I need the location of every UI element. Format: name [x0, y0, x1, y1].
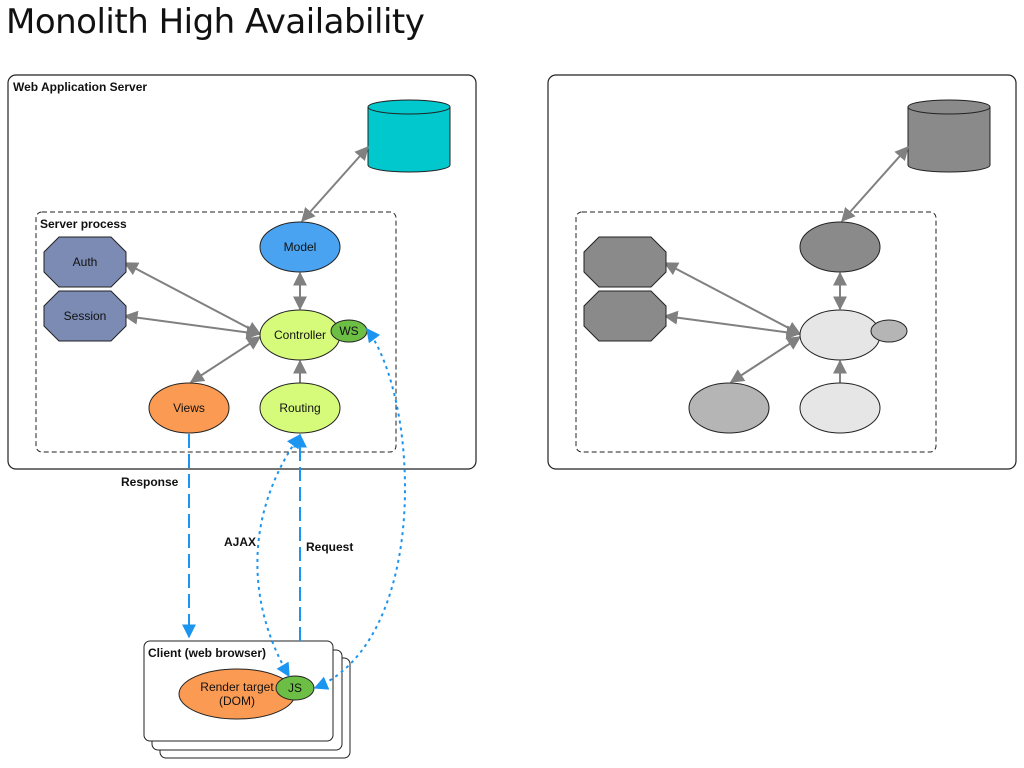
server-process: Server process	[35, 211, 397, 453]
session-label: Session	[64, 309, 107, 323]
controller-label: Controller	[274, 328, 326, 342]
js-node: JS	[275, 675, 315, 701]
replica-edges	[663, 145, 909, 384]
response-label: Response	[121, 475, 179, 489]
client-server-edges	[182, 327, 406, 690]
routing-node: Routing	[259, 382, 341, 434]
server-process-label: Server process	[40, 217, 127, 231]
database-cylinder	[367, 99, 451, 173]
edge-controller-session	[123, 310, 261, 340]
render-target-label-line2: (DOM)	[219, 694, 255, 708]
replica-controller-node	[799, 309, 881, 361]
ws-label: WS	[339, 324, 358, 338]
ajax-label: AJAX	[224, 535, 256, 549]
replica-database-cylinder	[907, 99, 991, 173]
views-label: Views	[173, 401, 205, 415]
controller-node: Controller	[259, 309, 341, 361]
web-application-server-label: Web Application Server	[13, 80, 147, 94]
render-target-node: Render target (DOM)	[178, 668, 296, 720]
views-node: Views	[148, 382, 230, 434]
page-title: Monolith High Availability	[6, 2, 425, 42]
replica-routing-node	[799, 382, 881, 434]
js-label: JS	[288, 681, 302, 695]
auth-label: Auth	[73, 255, 98, 269]
client-label: Client (web browser)	[148, 646, 266, 660]
request-label: Request	[306, 540, 353, 554]
auth-node: Auth	[43, 236, 127, 288]
routing-label: Routing	[279, 401, 320, 415]
primary-edges	[123, 145, 369, 384]
model-label: Model	[284, 240, 317, 254]
edge-model-database	[301, 145, 369, 223]
replica-auth-node	[583, 236, 667, 288]
replica-session-node	[583, 290, 667, 342]
edge-controller-views	[189, 336, 262, 383]
replica-ws-node	[870, 319, 908, 343]
ws-node: WS	[330, 319, 368, 343]
model-node: Model	[259, 221, 341, 273]
replica-views-node	[688, 382, 770, 434]
edge-websocket	[313, 327, 406, 690]
session-node: Session	[43, 290, 127, 342]
render-target-label-line1: Render target	[200, 680, 274, 694]
replica-model-node	[799, 221, 881, 273]
edge-ajax	[256, 433, 301, 678]
replica-server-process	[575, 211, 937, 453]
